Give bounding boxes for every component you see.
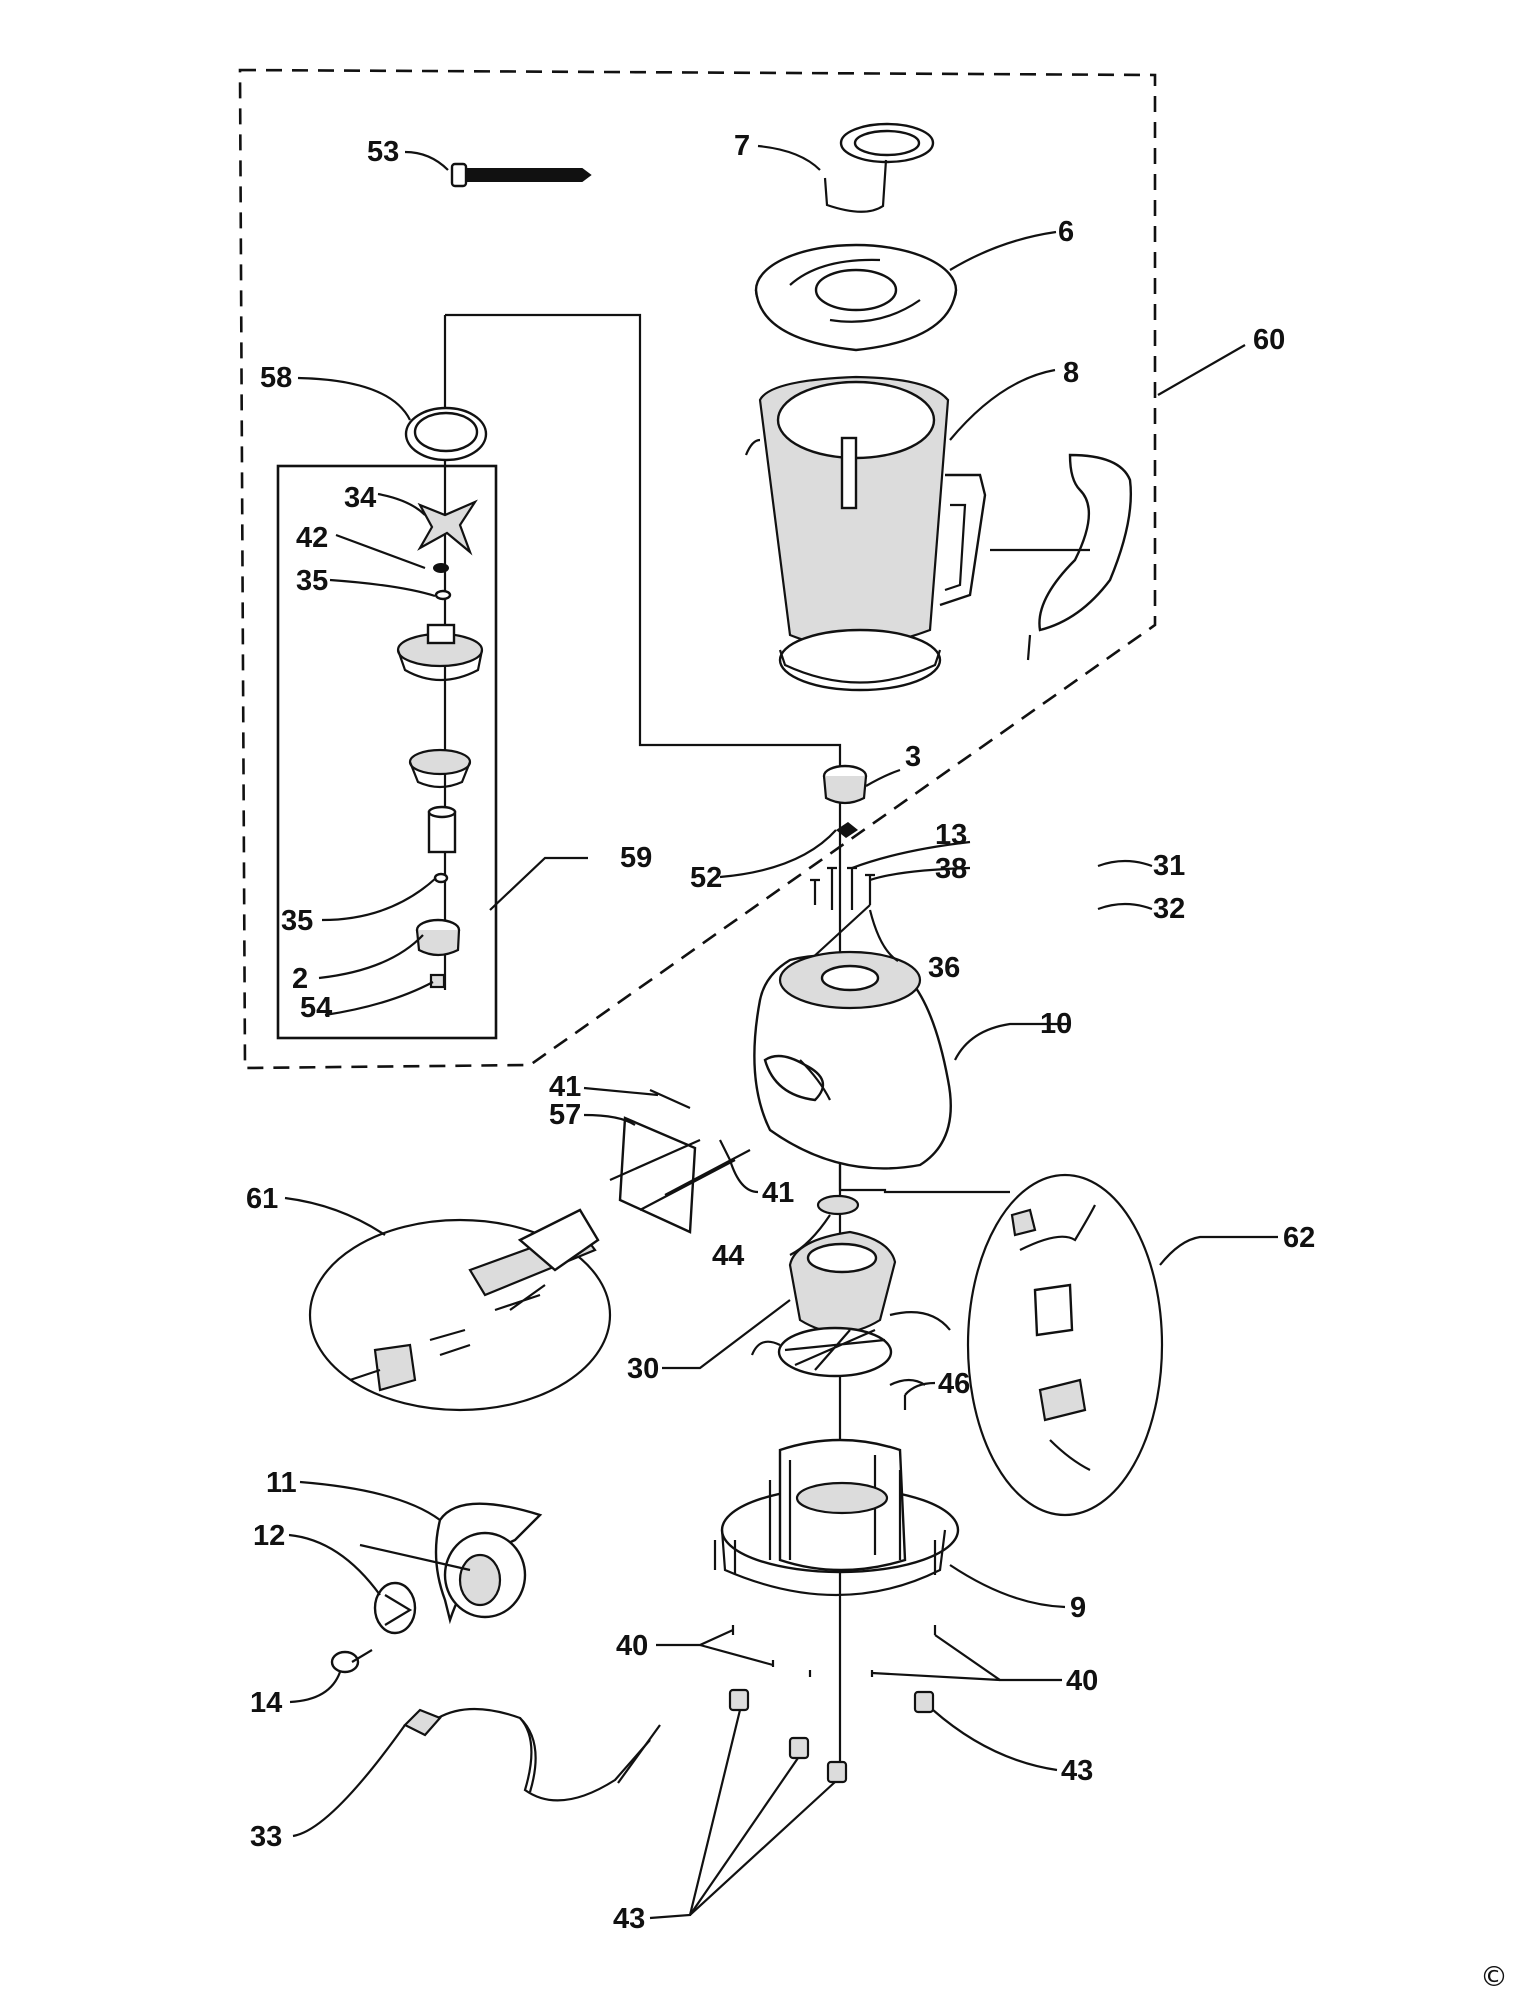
callout-38: 38 <box>935 853 967 885</box>
callout-9: 9 <box>1070 1592 1086 1624</box>
part-11-switch-cover <box>434 1502 543 1625</box>
screws-13-38-36 <box>809 866 875 961</box>
handle-cover <box>990 453 1133 661</box>
part-6-lid <box>754 243 958 352</box>
callout-46: 46 <box>938 1368 970 1400</box>
bearing-hub <box>408 748 472 789</box>
callout-12: 12 <box>253 1520 285 1552</box>
callout-13: 13 <box>935 819 967 851</box>
callout-8: 8 <box>1063 357 1079 389</box>
callout-11: 11 <box>266 1467 297 1499</box>
part-40-screws <box>731 1625 937 1677</box>
callout-40-left: 40 <box>616 1630 648 1662</box>
callout-30: 30 <box>627 1353 659 1385</box>
callout-58: 58 <box>260 362 292 394</box>
part-57-mounting-plate <box>609 1116 751 1234</box>
part-41-screw <box>649 1088 691 1110</box>
copyright-symbol: © <box>1480 1960 1508 1993</box>
callout-52: 52 <box>690 862 722 894</box>
callout-2: 2 <box>292 963 308 995</box>
blade-assembly-base <box>396 623 484 681</box>
part-61-switch-detail <box>308 1208 612 1412</box>
part-35-washer <box>434 589 452 601</box>
callout-14: 14 <box>250 1687 282 1719</box>
callout-41-upper: 41 <box>549 1071 581 1103</box>
part-12-knob <box>373 1581 417 1635</box>
part-53-spatula <box>450 162 592 188</box>
callout-34: 34 <box>344 482 376 514</box>
part-7-measuring-cup <box>823 122 935 213</box>
part-9-base <box>713 1438 960 1597</box>
part-33-power-cord <box>403 1707 661 1802</box>
part-58-seal-ring <box>404 406 488 462</box>
callout-7: 7 <box>734 130 750 162</box>
part-2-drive-coupler <box>415 918 461 957</box>
callout-44: 44 <box>712 1240 744 1272</box>
callout-10: 10 <box>1040 1008 1072 1040</box>
bearing-sleeve <box>427 805 457 854</box>
part-52-pad <box>836 822 858 838</box>
part-62-circuit-detail <box>966 1173 1164 1517</box>
callout-33: 33 <box>250 1821 282 1853</box>
part-3-drive-coupler <box>822 764 868 805</box>
callout-62: 62 <box>1283 1222 1315 1254</box>
callout-40-right: 40 <box>1066 1665 1098 1697</box>
part-54-nut <box>429 973 446 989</box>
callout-61: 61 <box>246 1183 278 1215</box>
connector-line <box>445 313 842 1230</box>
part-43-feet <box>728 1688 935 1784</box>
callout-35-upper: 35 <box>296 565 328 597</box>
callout-43-left: 43 <box>613 1903 645 1935</box>
callout-59: 59 <box>620 842 652 874</box>
part-14-button <box>330 1649 373 1674</box>
callout-43-right: 43 <box>1061 1755 1093 1787</box>
callout-36: 36 <box>928 952 960 984</box>
callout-53: 53 <box>367 136 399 168</box>
part-34-blade <box>417 499 478 556</box>
part-42-washer <box>433 563 449 573</box>
callout-leaders <box>284 144 1278 1920</box>
callout-57: 57 <box>549 1099 581 1131</box>
callout-labels: 53 7 6 60 8 58 34 42 35 59 35 2 54 3 52 … <box>246 130 1315 1935</box>
callout-41-lower: 41 <box>762 1177 794 1209</box>
callout-54: 54 <box>300 992 332 1024</box>
callout-42: 42 <box>296 522 328 554</box>
part-30-motor <box>750 1230 951 1378</box>
part-10-motor-housing <box>753 950 952 1170</box>
assembly-60-dashed-boundary <box>238 68 1157 1070</box>
callout-6: 6 <box>1058 216 1074 248</box>
part-8-jug <box>744 375 987 692</box>
part-44-washer <box>816 1194 860 1216</box>
callout-60: 60 <box>1253 324 1285 356</box>
callout-3: 3 <box>905 741 921 773</box>
callout-35-lower: 35 <box>281 905 313 937</box>
assembly-59-box <box>276 464 498 1040</box>
callout-31: 31 <box>1153 850 1185 882</box>
part-35-washer-lower <box>433 872 449 884</box>
callout-32: 32 <box>1153 893 1185 925</box>
